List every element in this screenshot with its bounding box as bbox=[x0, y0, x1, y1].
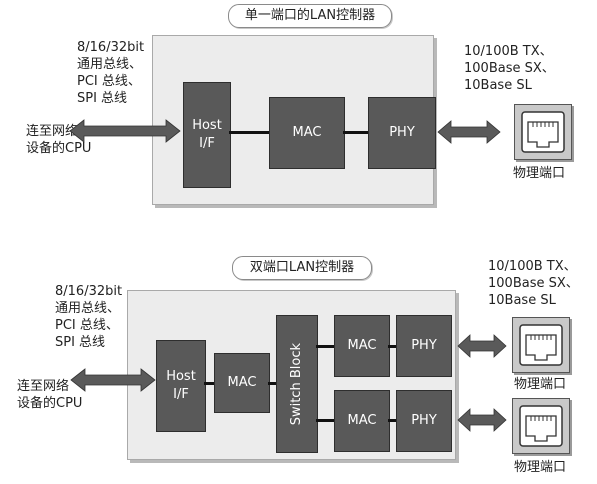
dual-port1-label: 物理端口 bbox=[514, 377, 567, 392]
single-port-title: 单一端口的LAN控制器 bbox=[228, 4, 392, 28]
rj45-port-icon bbox=[514, 104, 572, 160]
connector-line bbox=[388, 345, 396, 348]
single-cpu-label: 连至网络 设备的CPU bbox=[26, 124, 92, 156]
connector-line bbox=[388, 419, 396, 422]
connector-line bbox=[204, 382, 214, 385]
double-arrow-icon bbox=[457, 334, 507, 358]
connector-line bbox=[229, 131, 269, 134]
dual-mac1-block: MAC bbox=[334, 315, 390, 377]
single-host-if-block: Host I/F bbox=[183, 82, 231, 188]
rj45-port-icon bbox=[512, 398, 570, 454]
double-arrow-icon bbox=[437, 120, 501, 144]
dual-mac2-block: MAC bbox=[334, 390, 390, 452]
switch-block-label: Switch Block bbox=[289, 342, 304, 426]
dual-mac-block: MAC bbox=[214, 353, 270, 413]
single-media-label: 10/100B TX、 100Base SX、 10Base SL bbox=[464, 44, 555, 93]
dual-port-title: 双端口LAN控制器 bbox=[232, 256, 372, 280]
dual-media-label: 10/100B TX、 100Base SX、 10Base SL bbox=[488, 259, 579, 308]
connector-line bbox=[343, 131, 368, 134]
double-arrow-icon bbox=[69, 119, 181, 143]
dual-phy1-block: PHY bbox=[396, 315, 452, 377]
connector-line bbox=[316, 345, 334, 348]
rj45-port-icon bbox=[512, 317, 570, 373]
single-port-label: 物理端口 bbox=[513, 166, 566, 181]
connector-line bbox=[316, 419, 334, 422]
double-arrow-icon bbox=[70, 368, 156, 392]
single-bus-label: 8/16/32bit 通用总线、 PCI 总线、 SPI 总线 bbox=[77, 40, 145, 106]
connector-line bbox=[268, 382, 276, 385]
double-arrow-icon bbox=[457, 408, 507, 432]
dual-bus-label: 8/16/32bit 通用总线、 PCI 总线、 SPI 总线 bbox=[55, 284, 123, 350]
dual-phy2-block: PHY bbox=[396, 390, 452, 452]
dual-host-if-block: Host I/F bbox=[156, 340, 206, 432]
single-phy-block: PHY bbox=[368, 97, 436, 169]
switch-block: Switch Block bbox=[276, 315, 318, 453]
dual-port2-label: 物理端口 bbox=[514, 460, 567, 475]
dual-cpu-label: 连至网络 设备的CPU bbox=[17, 379, 83, 411]
single-mac-block: MAC bbox=[269, 97, 345, 169]
